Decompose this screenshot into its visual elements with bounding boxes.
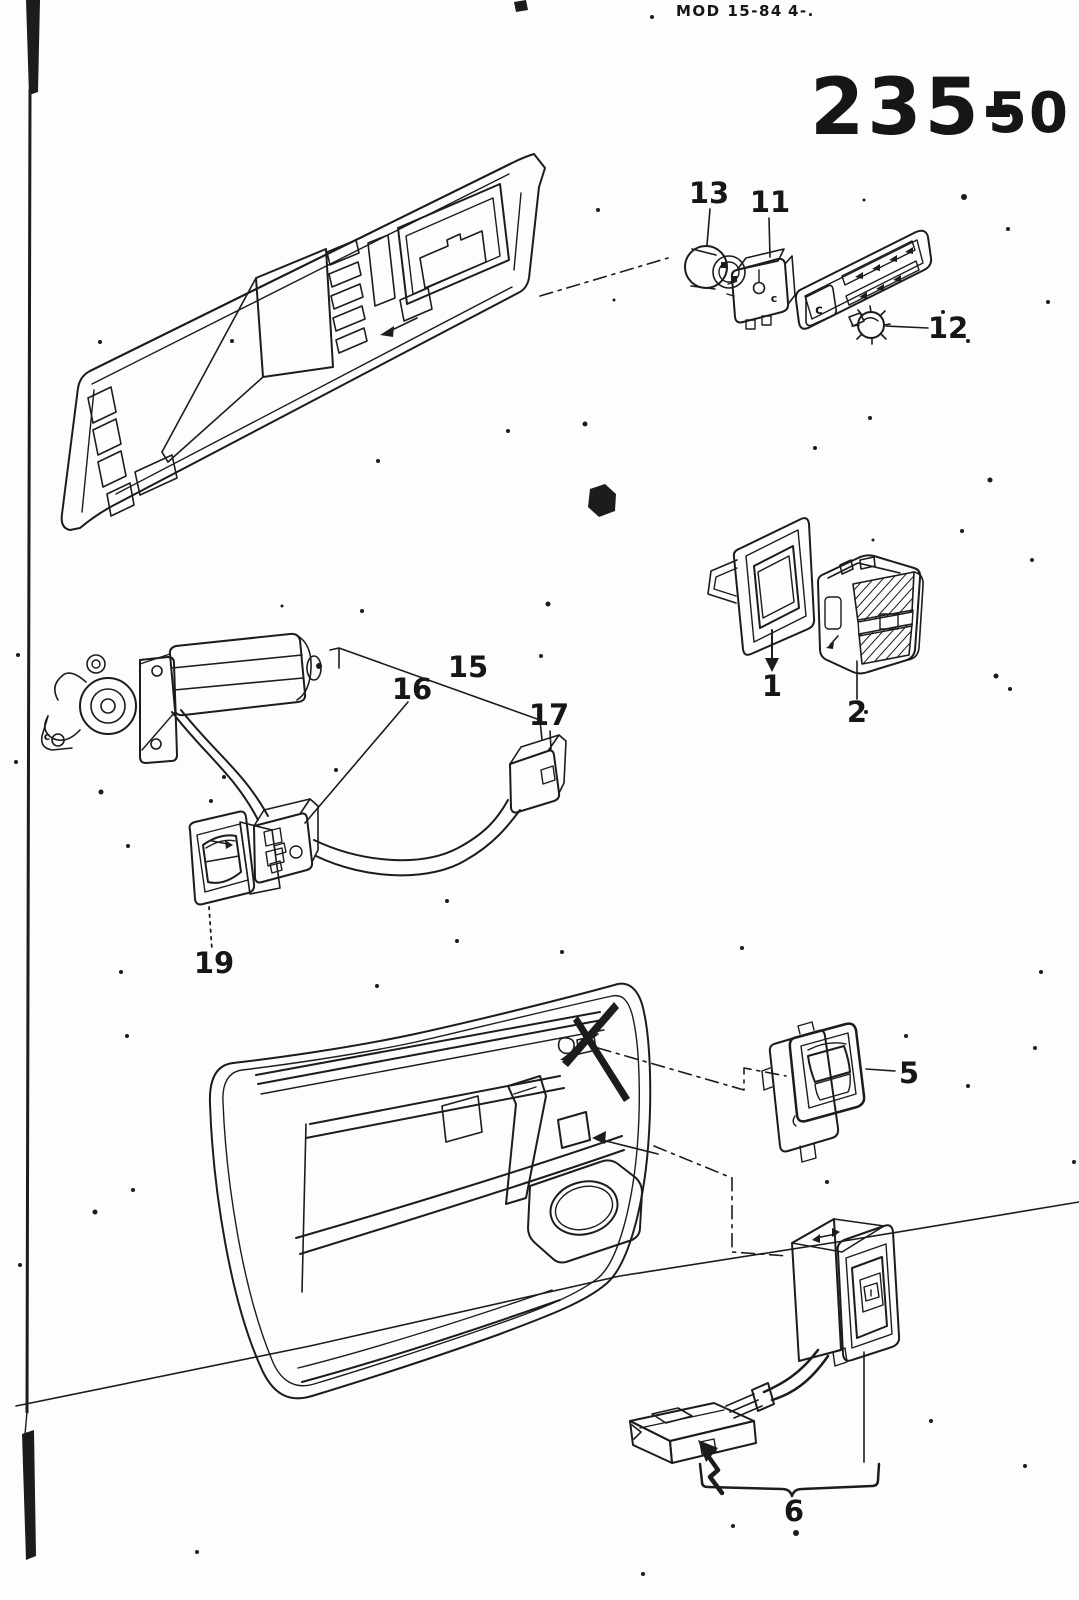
part2-switch: 2 [817, 554, 924, 729]
header-suffix: 4-. [788, 2, 815, 20]
part5-label: 5 [899, 1056, 919, 1090]
window-motor: c [40, 632, 322, 764]
part6-label: 6 [784, 1494, 804, 1528]
scan-noise [14, 15, 1076, 1576]
part13-label: 13 [689, 176, 729, 210]
part17-label: 17 [529, 698, 569, 732]
leader-panel-to-part13 [539, 257, 669, 297]
part19-label: 19 [194, 946, 234, 980]
header-code: MOD 15-84 [676, 2, 783, 20]
part5-door-switch: 5 [761, 1021, 919, 1163]
part15-label: 15 [448, 650, 488, 684]
dashboard-trim-panel [60, 153, 546, 531]
part15-bracket [329, 647, 543, 741]
faceplate-letter: c [815, 303, 823, 318]
part11-letter: c [771, 292, 778, 305]
part19-rocker-switch: 19 [188, 810, 287, 980]
part2-label: 2 [847, 695, 867, 729]
part1-label: 1 [762, 669, 782, 703]
page-number-main: 235- [810, 63, 1017, 153]
part16-label: 16 [392, 672, 432, 706]
motor-letter: c [44, 730, 51, 743]
door-trim-panel [208, 982, 659, 1400]
part11-label: 11 [750, 185, 790, 219]
leader-to-part5 [597, 1047, 787, 1091]
wiring-harness: 17 15 16 [171, 647, 569, 884]
part12-label: 12 [928, 311, 968, 345]
part12-knob: 12 [848, 305, 968, 345]
crease-line [15, 1201, 1079, 1407]
part13-bulb-socket: 13 [684, 176, 746, 290]
leader-to-part6 [653, 1145, 789, 1257]
header: MOD 15-84 4-. 235- 50 [676, 2, 1070, 153]
part1-bezel-frame: 1 [707, 517, 816, 703]
part6-switch-assembly: 6 [629, 1218, 901, 1536]
scan-border-artifacts [22, 0, 528, 1560]
page-number-secondary: 50 [988, 81, 1070, 146]
part11-switch-block: c 11 [726, 185, 796, 330]
heater-faceplate: c [794, 229, 933, 330]
